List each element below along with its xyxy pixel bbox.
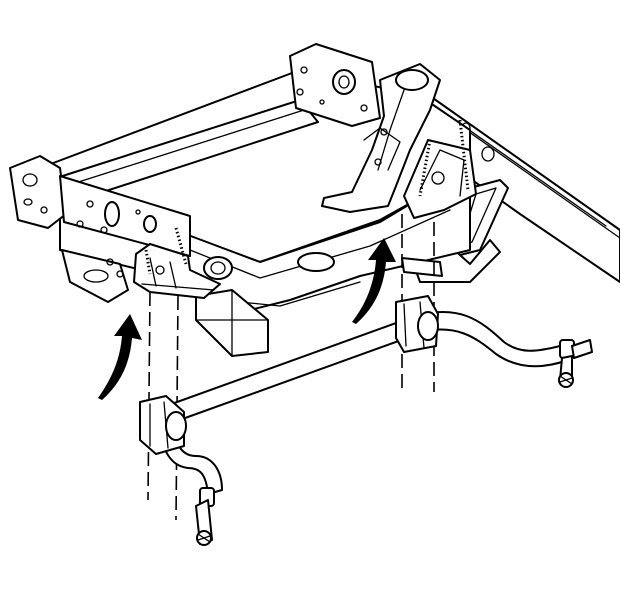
right-end-link — [558, 339, 593, 388]
left-stabilizer-bracket — [133, 227, 221, 299]
left-insulator-bushing — [139, 395, 187, 455]
right-insulator-bushing — [395, 295, 439, 353]
frame-end-left — [9, 155, 191, 303]
installation-arrow-left — [98, 314, 142, 400]
frame-rail-right — [411, 95, 620, 283]
upper-control-arm-bracket — [321, 63, 441, 213]
installation-arrow-right — [352, 238, 396, 324]
frame-end-right — [289, 43, 381, 127]
left-end-link — [195, 487, 215, 546]
right-stabilizer-bracket — [401, 119, 477, 277]
